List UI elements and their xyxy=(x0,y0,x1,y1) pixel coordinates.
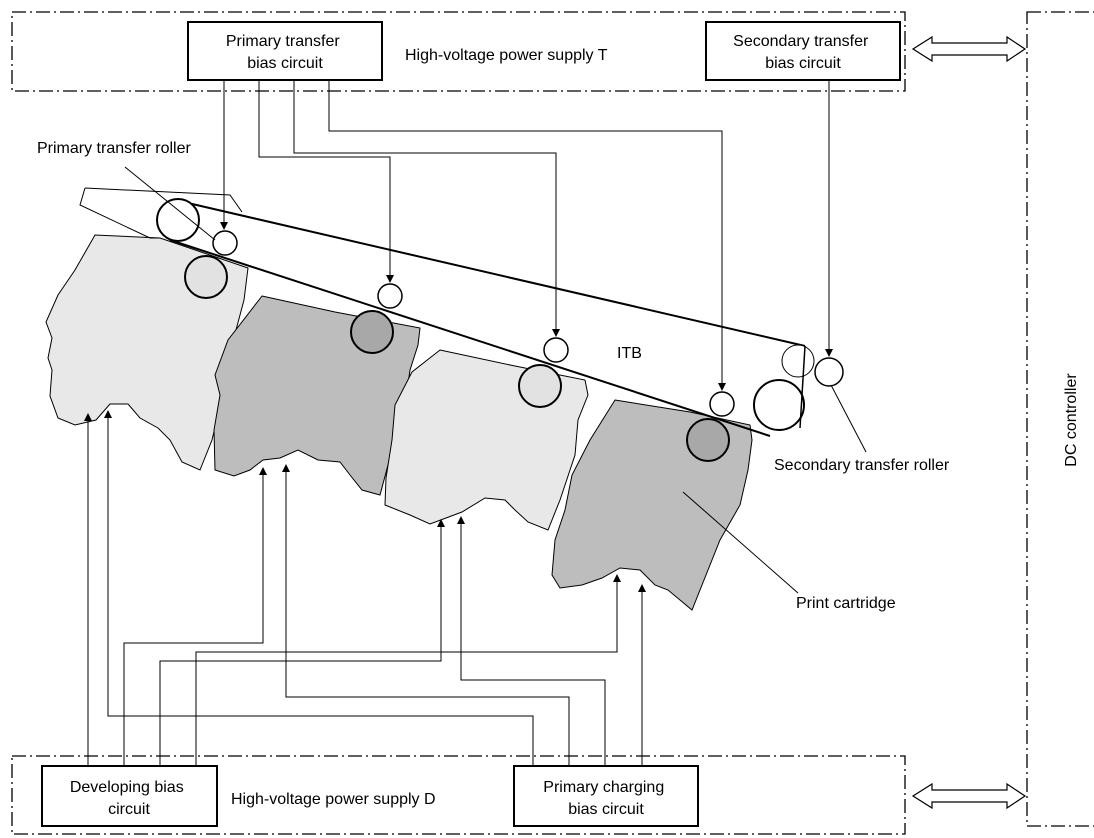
primary-charging-bias-label-2: bias circuit xyxy=(568,801,644,818)
primary-transfer-roller-3 xyxy=(543,337,569,363)
hv-supply-t-box xyxy=(11,11,906,92)
primary-transfer-bias-label-2: bias circuit xyxy=(247,55,323,72)
secondary-transfer-roller-leader xyxy=(830,384,867,453)
developing-bias-lines xyxy=(84,413,621,766)
primary-transfer-bias-lines xyxy=(220,80,726,391)
drum-2 xyxy=(350,310,394,354)
itb-belt-top xyxy=(174,199,806,347)
primary-transfer-roller-label: Primary transfer roller xyxy=(37,140,191,157)
svg-text:Primary transfer bias circ: Primary transfer bias circuit xyxy=(226,33,344,72)
bus-arrow-top xyxy=(911,35,1027,63)
dc-controller-box xyxy=(1026,11,1094,827)
itb-frame-lower xyxy=(79,187,160,239)
primary-charging-bias-box xyxy=(513,765,699,827)
secondary-transfer-roller xyxy=(814,357,844,387)
drum-4 xyxy=(686,418,730,462)
secondary-transfer-roller-label: Secondary transfer roller xyxy=(774,457,950,474)
primary-transfer-bias-label-1: Primary transfer xyxy=(226,33,340,50)
svg-text:Primary charging bias circ: Primary charging bias circuit xyxy=(543,779,668,818)
dc-controller-label: DC controller xyxy=(1063,373,1080,467)
svg-text:Secondary transfer bias ci: Secondary transfer bias circuit xyxy=(733,33,873,72)
developing-bias-frame xyxy=(41,765,218,827)
svg-text:Developing bias circuit: Developing bias circuit xyxy=(70,779,188,818)
print-cartridge-label: Print cartridge xyxy=(796,595,896,612)
secondary-transfer-bias-label-2: bias circuit xyxy=(765,55,841,72)
hv-supply-d-box xyxy=(11,755,906,835)
bus-arrow-bottom xyxy=(911,782,1027,810)
itb-roller-right-small xyxy=(781,344,815,378)
print-cartridge-leader xyxy=(682,491,799,594)
primary-transfer-roller-1 xyxy=(212,230,238,256)
secondary-transfer-bias-label-1: Secondary transfer xyxy=(733,33,869,50)
secondary-transfer-bias-box xyxy=(705,21,901,81)
primary-charging-bias-lines xyxy=(104,410,646,766)
primary-transfer-roller-2 xyxy=(377,283,403,309)
developing-bias-label-2: circuit xyxy=(108,801,150,818)
hv-supply-d-title: High-voltage power supply D xyxy=(231,791,436,808)
itb-frame xyxy=(84,187,243,213)
primary-charging-bias-label-1: Primary charging xyxy=(543,779,664,796)
itb-drive-roller-left xyxy=(156,198,200,242)
itb-belt-right xyxy=(799,345,806,429)
itb-roller-right-large xyxy=(753,379,805,431)
drum-3 xyxy=(518,364,562,408)
primary-transfer-bias-box xyxy=(187,21,383,81)
primary-transfer-roller-4 xyxy=(709,391,735,417)
primary-transfer-roller-leader xyxy=(124,166,216,241)
hv-supply-t-title: High-voltage power supply T xyxy=(405,47,608,64)
developing-bias-label-1: Developing bias xyxy=(70,779,184,796)
itb-label: ITB xyxy=(617,345,642,362)
itb-belt-bottom xyxy=(169,239,771,437)
drum-1 xyxy=(184,255,228,299)
